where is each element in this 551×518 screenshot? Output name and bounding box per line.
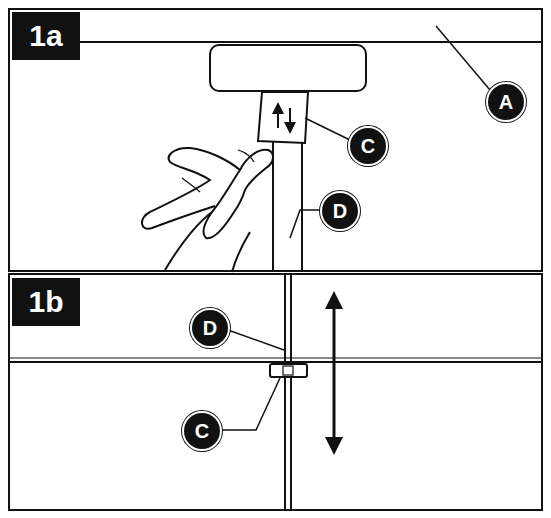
shelf-edge	[80, 41, 542, 43]
motion-arrow	[333, 300, 336, 446]
clip	[283, 366, 293, 375]
panel-frame	[9, 274, 542, 510]
down-arrow-symbol	[289, 108, 291, 128]
panel-number: 1b	[12, 278, 80, 326]
shelf-edge	[9, 361, 542, 363]
leader-line	[222, 378, 280, 430]
clip	[270, 364, 307, 377]
callout-letter: C	[348, 126, 388, 166]
leader-line	[436, 26, 490, 90]
callout-letter: C	[182, 411, 222, 451]
bracket	[210, 45, 366, 91]
shelf-edge	[9, 358, 542, 359]
strap	[285, 274, 291, 510]
up-arrow-symbol	[277, 108, 279, 128]
panel-number: 1a	[12, 12, 80, 60]
leader-line	[290, 210, 322, 238]
tag	[258, 92, 308, 143]
callout-letter: D	[190, 308, 230, 348]
leader-line	[305, 118, 350, 140]
hand-creases	[182, 150, 254, 192]
callout-letter: D	[320, 191, 360, 231]
strap	[273, 140, 302, 271]
panel-frame	[9, 9, 542, 271]
leader-line	[228, 330, 284, 350]
callout-letter: A	[486, 82, 526, 122]
hand	[142, 148, 273, 272]
